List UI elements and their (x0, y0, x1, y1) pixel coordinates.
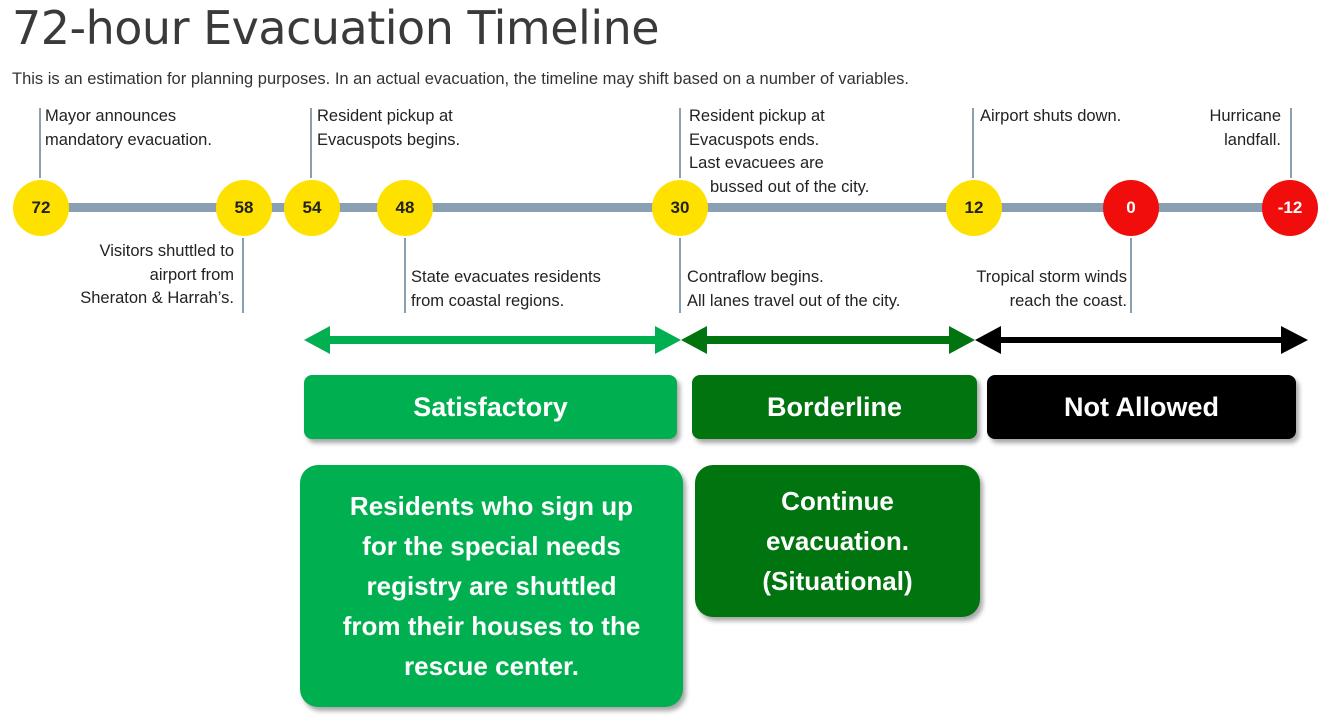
event-text-line: from coastal regions. (411, 291, 565, 310)
node-48: 48 (377, 180, 433, 236)
event-text-line: mandatory evacuation. (45, 130, 212, 149)
event-text-line: Hurricane (1209, 107, 1281, 125)
event-text-line: reach the coast. (1009, 291, 1127, 310)
node-58: 58 (216, 180, 272, 236)
event-text-line: Resident pickup at (689, 107, 825, 125)
event-label-58: Visitors shuttled to airport from Sherat… (80, 240, 234, 311)
borderline-description: Continue evacuation. (Situational) (695, 465, 980, 617)
tick-minus12 (1290, 108, 1292, 178)
event-text-line: bussed out of the city. (710, 177, 870, 196)
event-text-line: State evacuates residents (411, 268, 601, 286)
event-text-line: Last evacuees are (689, 154, 824, 172)
event-text-line: Mayor announces (45, 107, 177, 125)
event-label-72: Mayor announces mandatory evacuation. (45, 105, 212, 152)
satisfactory-range-arrow (304, 326, 681, 354)
not-allowed-range-arrow (975, 326, 1308, 354)
event-label-12-below: Tropical storm winds reach the coast. (976, 266, 1127, 313)
event-text-line: Evacuspots begins. (317, 130, 461, 149)
tick-12-above (972, 108, 974, 178)
node-minus12: -12 (1262, 180, 1318, 236)
event-text-line: Resident pickup at (317, 107, 453, 125)
node-30: 30 (652, 180, 708, 236)
description-line: Residents who sign up (349, 491, 634, 521)
tick-30-below (679, 238, 681, 313)
event-text-line: Airport shuts down. (980, 107, 1122, 125)
description-line: registry are shuttled (366, 571, 617, 601)
borderline-range-arrow (681, 326, 975, 354)
tick-54 (310, 108, 312, 178)
description-line: rescue center. (404, 651, 579, 681)
event-text-line: landfall. (1224, 130, 1281, 149)
event-text-line: Visitors shuttled to (99, 242, 234, 260)
description-line: Continue (781, 486, 894, 516)
description-line: for the special needs (362, 531, 621, 561)
event-text-line: airport from (149, 265, 234, 284)
event-text-line: Evacuspots ends. (689, 130, 820, 149)
tick-30-above (679, 108, 681, 178)
event-label-12-above: Airport shuts down. (980, 105, 1121, 129)
satisfactory-description: Residents who sign up for the special ne… (300, 465, 683, 707)
event-text-line: Sheraton & Harrah’s. (80, 289, 234, 307)
borderline-label: Borderline (692, 375, 977, 439)
node-54: 54 (284, 180, 340, 236)
event-label-48: State evacuates residents from coastal r… (411, 266, 601, 313)
event-label-30-below: Contraflow begins. All lanes travel out … (687, 266, 900, 313)
tick-48 (404, 238, 406, 313)
event-text-line: Tropical storm winds (976, 268, 1127, 286)
description-line: (Situational) (762, 566, 913, 596)
tick-72 (39, 108, 41, 178)
page-title: 72-hour Evacuation Timeline (12, 1, 660, 55)
not-allowed-label: Not Allowed (987, 375, 1296, 439)
event-label-54: Resident pickup at Evacuspots begins. (317, 105, 460, 152)
node-12: 12 (946, 180, 1002, 236)
tick-58 (242, 238, 244, 313)
event-label-minus12: Hurricane landfall. (1209, 105, 1281, 152)
node-72: 72 (13, 180, 69, 236)
node-0: 0 (1103, 180, 1159, 236)
subtitle: This is an estimation for planning purpo… (12, 70, 910, 88)
tick-0-below (1130, 238, 1132, 313)
event-text-line: Contraflow begins. (687, 268, 824, 286)
event-label-30-above: Resident pickup at Evacuspots ends. Last… (689, 105, 869, 199)
event-text-line: All lanes travel out of the city. (687, 291, 901, 310)
description-line: evacuation. (765, 526, 910, 556)
satisfactory-label: Satisfactory (304, 375, 677, 439)
description-line: from their houses to the (342, 611, 641, 641)
